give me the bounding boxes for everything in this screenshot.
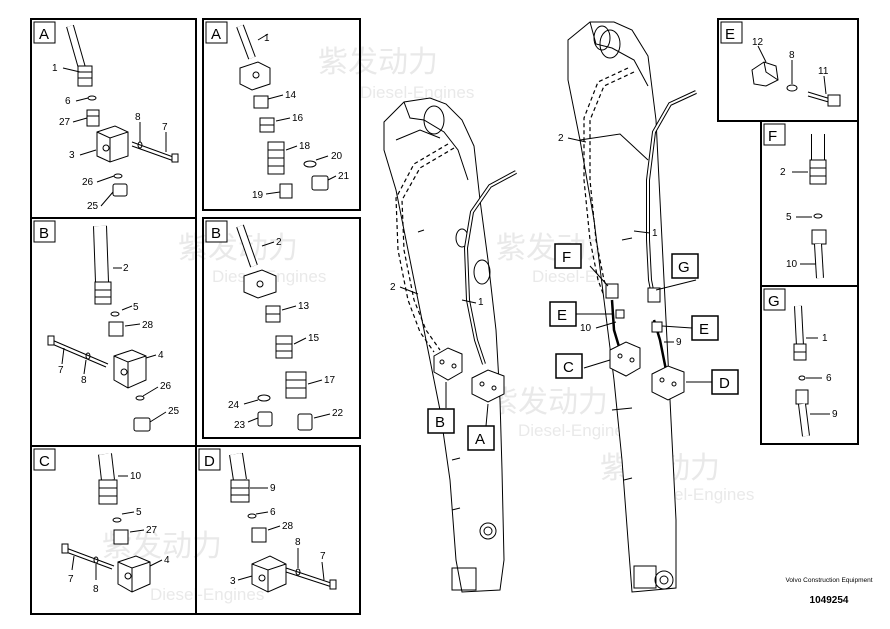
panel-a2-label: 18 — [299, 141, 311, 152]
panel-a-label: 7 — [162, 122, 168, 133]
arm-right — [549, 21, 739, 593]
panel-b-label: 25 — [168, 406, 180, 417]
panel-b2-label: 22 — [332, 408, 344, 419]
panel-a2-label: 14 — [285, 90, 297, 101]
panel-b2-label: 15 — [308, 333, 320, 344]
panel-a2-label: 21 — [338, 171, 350, 182]
panel-a-label: 3 — [69, 150, 75, 161]
panel-b2 — [202, 217, 361, 439]
panel-g-label: 6 — [826, 373, 832, 384]
panel-b-label: 4 — [158, 350, 164, 361]
panel-f-label: 2 — [780, 167, 786, 178]
panel-a2 — [202, 18, 361, 211]
panel-c-letter: C — [39, 453, 50, 470]
panel-a-label: 6 — [65, 96, 71, 107]
panel-e-label: 11 — [818, 66, 829, 77]
arm-right-label: 10 — [580, 323, 592, 334]
panel-a-label: 1 — [52, 63, 58, 74]
arm-left-label: 1 — [478, 297, 484, 308]
panel-a-label: 27 — [59, 117, 71, 128]
panel-a2-label: 16 — [292, 113, 304, 124]
panel-b-label: 28 — [142, 320, 154, 331]
panel-a2-letter: A — [211, 26, 221, 43]
panel-b-label: 2 — [123, 263, 129, 274]
arm-left-callout: B — [435, 414, 445, 431]
arm-right-label: 2 — [558, 133, 564, 144]
panel-b2-label: 17 — [324, 375, 336, 386]
watermark-cn-1: 紫发动力 — [318, 46, 438, 79]
panel-b — [30, 217, 197, 447]
panel-b-label: 7 — [58, 365, 64, 376]
watermark-cn-2: 紫发动力 — [178, 232, 298, 265]
arm-right-callout: D — [719, 375, 730, 392]
panel-b2-label: 13 — [298, 301, 310, 312]
arm-right-label: 1 — [652, 228, 658, 239]
panel-a2-label: 1 — [264, 33, 270, 44]
watermark-en-6: Diesel-Engines — [150, 585, 264, 604]
arm-right-label: 9 — [676, 337, 682, 348]
arm-left-label: 2 — [390, 282, 396, 293]
panel-d-label: 28 — [282, 521, 294, 532]
panel-d-label: 7 — [320, 551, 326, 562]
panel-g-letter: G — [768, 293, 780, 310]
panel-d-label: 8 — [295, 537, 301, 548]
watermark-en-4: Diesel-Engines — [518, 421, 632, 440]
panel-c — [30, 445, 197, 615]
panel-f — [760, 120, 859, 287]
panel-d — [195, 445, 361, 615]
arm-right-callout: G — [678, 259, 690, 276]
panel-b2-label: 24 — [228, 400, 240, 411]
panel-c-label: 4 — [164, 555, 170, 566]
arm-left-callout: A — [475, 431, 485, 448]
panel-b2-label: 23 — [234, 420, 246, 431]
panel-f-letter: F — [768, 128, 777, 145]
panel-a-label: 25 — [87, 201, 99, 212]
panel-d-label: 3 — [230, 576, 236, 587]
panel-e-label: 8 — [789, 50, 795, 61]
panel-d-label: 6 — [270, 507, 276, 518]
arm-right-callout: C — [563, 359, 574, 376]
arm-right-callout: E — [557, 307, 567, 324]
panel-a2-label: 19 — [252, 190, 264, 201]
panel-b2-label: 2 — [276, 237, 282, 248]
panel-a-label: 8 — [135, 112, 141, 123]
panel-c-label: 5 — [136, 507, 142, 518]
panel-c-label: 27 — [146, 525, 158, 536]
panel-f-label: 5 — [786, 212, 792, 223]
panel-a-label: 26 — [82, 177, 94, 188]
panel-b-letter: B — [39, 225, 49, 242]
panel-f-label: 10 — [786, 259, 798, 270]
arm-right-callout: F — [562, 249, 571, 266]
panel-a — [30, 18, 197, 219]
part-number: 1049254 — [809, 595, 849, 606]
panel-g-label: 9 — [832, 409, 838, 420]
watermark-cn-4: 紫发动力 — [488, 386, 608, 419]
panel-b-label: 8 — [81, 375, 87, 386]
panel-g — [760, 285, 859, 445]
panel-e-label: 12 — [752, 37, 764, 48]
manufacturer-label: Volvo Construction Equipment — [785, 577, 873, 584]
panel-e-letter: E — [725, 26, 735, 43]
watermark-en-1: Diesel-Engines — [360, 83, 474, 102]
arm-left — [383, 97, 517, 593]
panel-a2-label: 20 — [331, 151, 343, 162]
arm-right-callout: E — [699, 321, 709, 338]
panel-d-label: 9 — [270, 483, 276, 494]
panel-c-label: 10 — [130, 471, 142, 482]
panel-b2-letter: B — [211, 225, 221, 242]
panel-g-label: 1 — [822, 333, 828, 344]
panel-a-letter: A — [39, 26, 49, 43]
panel-d-letter: D — [204, 453, 215, 470]
panel-e — [717, 18, 859, 122]
panel-c-label: 8 — [93, 584, 99, 595]
panel-c-label: 7 — [68, 574, 74, 585]
panel-b-label: 5 — [133, 302, 139, 313]
panel-b-label: 26 — [160, 381, 172, 392]
